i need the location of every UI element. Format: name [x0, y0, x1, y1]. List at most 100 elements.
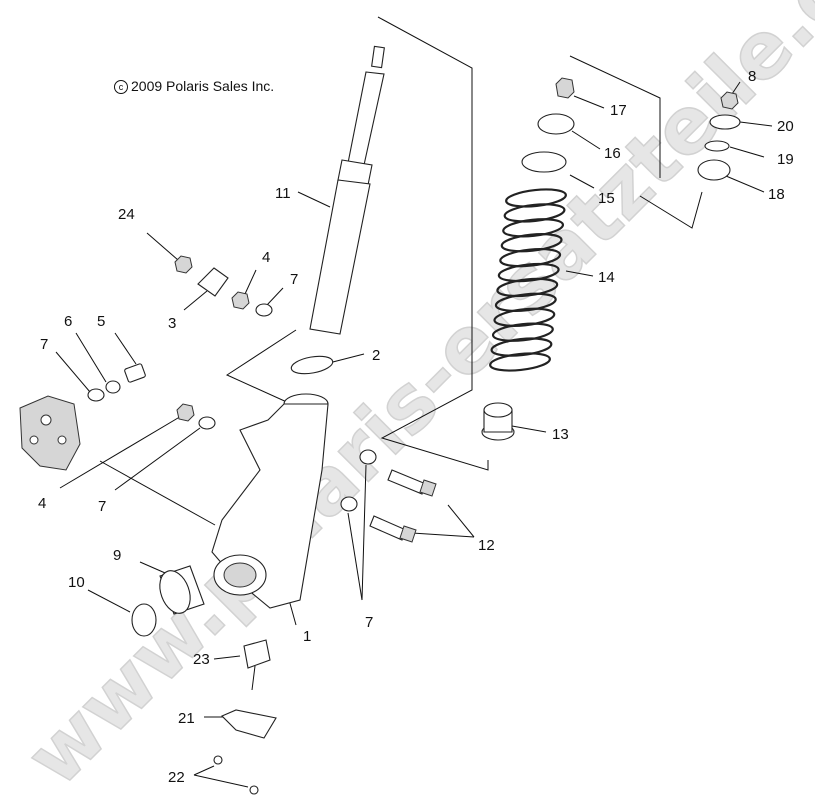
- bolt-part-5: [124, 363, 146, 383]
- wheel-bearing-part-9: [159, 565, 205, 615]
- spacer-part-6: [105, 380, 121, 394]
- spring-coil: [494, 292, 557, 313]
- coil-spring-part-14: [489, 188, 567, 372]
- caliper-to-knuckle-line: [99, 460, 216, 526]
- washer-part-7-right-lower: [340, 496, 358, 512]
- leader-lines: [55, 16, 773, 788]
- shock-absorber-part-11: [309, 45, 385, 335]
- callout-7-lower: 7: [98, 498, 106, 515]
- leader-5: [114, 332, 137, 365]
- callout-1: 1: [303, 628, 311, 645]
- leader-13: [511, 425, 547, 433]
- spring-coil: [499, 247, 562, 268]
- leader-4b: [59, 414, 184, 489]
- spring-coil: [489, 352, 551, 372]
- copyright-text: 2009 Polaris Sales Inc.: [131, 78, 275, 94]
- callout-22: 22: [168, 769, 185, 786]
- leader-18: [725, 175, 765, 193]
- leader-12b: [411, 532, 475, 538]
- spring-seat-part-15: [521, 151, 567, 173]
- callout-11: 11: [275, 185, 291, 202]
- screw-part-22-a: [213, 755, 223, 765]
- callout-labels: 1 2 3 4 4 5 6 7 7 7 7 8 9 10 11 12 13 14…: [38, 68, 794, 786]
- callout-7-left: 7: [40, 336, 48, 353]
- leader-22b: [193, 774, 249, 788]
- nut-part-24: [174, 255, 193, 274]
- leader-12a: [447, 504, 475, 538]
- callout-3: 3: [168, 315, 176, 332]
- ball-joint-part-23: [243, 639, 271, 691]
- upper-mount-part-16: [537, 113, 575, 135]
- leader-7d-2: [347, 512, 363, 601]
- leader-20: [739, 121, 773, 127]
- bump-stop-part-13: [481, 402, 515, 441]
- washer-part-19: [704, 140, 730, 152]
- leader-15: [569, 174, 595, 189]
- leader-16: [571, 130, 601, 150]
- callout-17: 17: [610, 102, 627, 119]
- bolts-part-12: [369, 469, 437, 543]
- leader-7a: [266, 287, 284, 306]
- callout-8: 8: [748, 68, 756, 85]
- callout-4-upper: 4: [262, 249, 270, 266]
- callout-9: 9: [113, 547, 121, 564]
- spring-coil: [502, 218, 565, 238]
- leader-23: [213, 655, 241, 660]
- bushing-part-18: [697, 159, 731, 181]
- nut-part-4-lower: [176, 403, 195, 422]
- brake-caliper: [19, 395, 81, 471]
- callout-15: 15: [598, 190, 615, 207]
- callout-23: 23: [193, 651, 210, 668]
- callout-7-upper: 7: [290, 271, 298, 288]
- callout-20: 20: [777, 118, 794, 135]
- snap-ring-part-2: [290, 355, 334, 375]
- spring-coil: [490, 337, 553, 357]
- callout-13: 13: [552, 426, 569, 443]
- spring-coil: [496, 277, 559, 298]
- washer-part-7-lower: [198, 416, 216, 430]
- nut-part-8: [720, 91, 739, 110]
- callout-24: 24: [118, 206, 135, 223]
- screw-part-22-b: [249, 785, 259, 795]
- callout-5: 5: [97, 313, 105, 330]
- strut-group-bracket: [377, 16, 489, 471]
- callout-12: 12: [478, 537, 495, 554]
- leader-19: [729, 146, 765, 158]
- callout-18: 18: [768, 186, 785, 203]
- callout-16: 16: [604, 145, 621, 162]
- leader-3: [183, 290, 208, 311]
- callout-6: 6: [64, 313, 72, 330]
- leader-6: [75, 332, 107, 383]
- callout-7-right: 7: [365, 614, 373, 631]
- spring-coil: [491, 322, 554, 342]
- leader-7c: [114, 427, 201, 491]
- callout-19: 19: [777, 151, 794, 168]
- spring-group-bracket-top: [569, 55, 661, 178]
- callout-2: 2: [372, 347, 380, 364]
- leader-24: [146, 232, 179, 261]
- leader-17: [573, 95, 605, 109]
- leader-7d-1: [361, 464, 367, 601]
- nut-part-4-upper: [231, 291, 250, 310]
- nut-part-17: [555, 77, 575, 99]
- spring-coil: [493, 307, 556, 327]
- retaining-ring-part-10: [131, 603, 157, 637]
- spring-coil: [505, 188, 567, 208]
- spring-group-bracket-bottom: [639, 191, 703, 229]
- spring-coil: [503, 203, 566, 223]
- clip-part-3: [197, 267, 229, 297]
- washer-part-7-upper: [255, 303, 273, 317]
- leader-10: [87, 589, 131, 613]
- steering-knuckle-part-1: [211, 393, 329, 609]
- callout-4-lower: 4: [38, 495, 46, 512]
- washer-part-7-right-upper: [359, 449, 377, 465]
- strut-to-knuckle-line: [225, 329, 301, 409]
- callout-14: 14: [598, 269, 615, 286]
- spring-coil: [500, 233, 563, 253]
- plate-part-21: [221, 709, 277, 739]
- leader-11: [297, 191, 331, 208]
- callout-21: 21: [178, 710, 195, 727]
- leader-4a: [244, 269, 257, 295]
- washer-part-20: [709, 114, 741, 130]
